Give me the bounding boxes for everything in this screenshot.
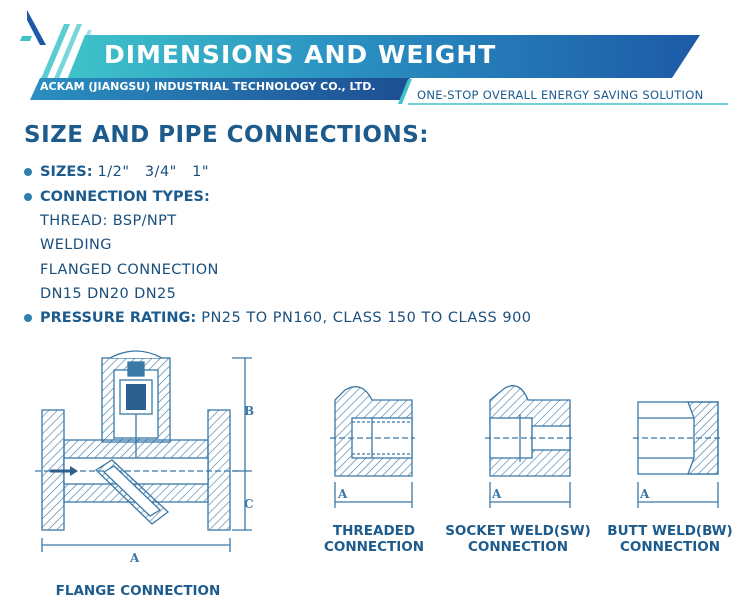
sizes-value: 1/2" 3/4" 1"	[97, 164, 210, 180]
spec-connection-types: CONNECTION TYPES:	[24, 189, 210, 205]
connection-types-label: CONNECTION TYPES:	[40, 189, 210, 205]
connection-item: DN15 DN20 DN25	[40, 286, 177, 302]
connection-item: WELDING	[40, 237, 112, 253]
dimension-b-label: B	[244, 404, 254, 418]
bullet-icon	[24, 314, 32, 322]
butt-weld-connection-drawing	[633, 401, 723, 508]
threaded-connection-drawing	[330, 386, 415, 508]
flange-connection-caption: FLANGE CONNECTION	[55, 583, 221, 599]
company-logo-icon	[2, 2, 52, 48]
company-name: ACKAM (JIANGSU) INDUSTRIAL TECHNOLOGY CO…	[40, 80, 376, 93]
bullet-icon	[24, 193, 32, 201]
threaded-connection-caption: THREADED CONNECTION	[323, 523, 425, 555]
connection-drawings: A B C A A A	[35, 350, 723, 565]
socket-weld-connection-caption: SOCKET WELD(SW) CONNECTION	[445, 523, 591, 555]
dimension-a-label: A	[337, 487, 348, 501]
pressure-rating-value: PN25 TO PN160, CLASS 150 TO CLASS 900	[201, 310, 532, 326]
bullet-icon	[24, 168, 32, 176]
banner-graphic	[30, 24, 728, 105]
dimension-c-label: C	[244, 497, 254, 511]
socket-weld-connection-drawing	[485, 385, 575, 508]
spec-pressure-rating: PRESSURE RATING: PN25 TO PN160, CLASS 15…	[24, 310, 532, 326]
company-slogan: ONE-STOP OVERALL ENERGY SAVING SOLUTION	[417, 88, 704, 102]
banner-title: DIMENSIONS AND WEIGHT	[104, 40, 497, 69]
sizes-label: SIZES:	[40, 164, 93, 180]
spec-sizes: SIZES: 1/2" 3/4" 1"	[24, 164, 209, 180]
header-banner: DIMENSIONS AND WEIGHT ACKAM (JIANGSU) IN…	[0, 0, 750, 110]
flange-valve-drawing	[35, 350, 252, 552]
dimension-a-label: A	[129, 551, 140, 565]
dimension-a-label: A	[639, 487, 650, 501]
connection-item: FLANGED CONNECTION	[40, 262, 219, 278]
butt-weld-connection-caption: BUTT WELD(BW) CONNECTION	[607, 523, 733, 555]
section-title: SIZE AND PIPE CONNECTIONS:	[24, 122, 429, 148]
dimension-a-label: A	[491, 487, 502, 501]
pressure-rating-label: PRESSURE RATING:	[40, 310, 197, 326]
connection-item: THREAD: BSP/NPT	[40, 213, 177, 229]
